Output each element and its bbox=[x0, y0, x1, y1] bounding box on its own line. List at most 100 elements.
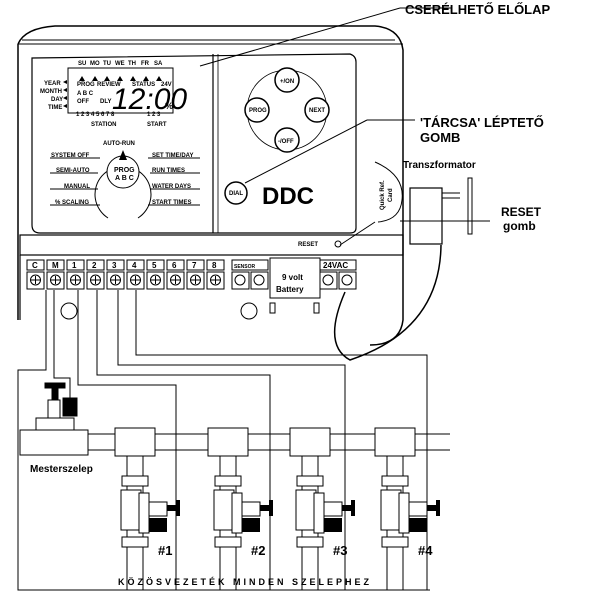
zone-valve: #3 bbox=[289, 427, 355, 590]
day-label: TH bbox=[128, 61, 136, 67]
lcd-display: SU MO TU WE TH FR SA YEAR MONTH DAY TIME… bbox=[40, 61, 187, 128]
lcd-percent: % bbox=[165, 101, 173, 111]
button-cluster: +/ON PROG NEXT -/OFF DIAL DDC bbox=[224, 67, 330, 210]
lcd-start-digits: 1 2 3 bbox=[147, 112, 161, 118]
lcd-header: STATUS bbox=[132, 82, 155, 88]
lcd-header: REVIEW bbox=[97, 82, 121, 88]
dial-callout: 'TÁRCSA' LÉPTETŐ bbox=[420, 115, 544, 130]
brand-logo: DDC bbox=[262, 183, 314, 210]
common-wire-label: KÖZÖSVEZETÉK MINDEN SZELEPHEZ bbox=[118, 577, 372, 587]
reset-button[interactable] bbox=[334, 240, 342, 248]
battery-label-2: Battery bbox=[276, 285, 304, 294]
terminal-label: C bbox=[32, 261, 38, 270]
terminal: 6 bbox=[166, 259, 185, 290]
sensor-label: SENSOR bbox=[234, 264, 256, 270]
svg-text:PROG: PROG bbox=[249, 108, 267, 114]
svg-text:NEXT: NEXT bbox=[309, 108, 325, 114]
power-label: 24VAC bbox=[323, 261, 348, 270]
screw-icon bbox=[190, 274, 201, 286]
reset-callout: RESET bbox=[501, 205, 542, 219]
lcd-start-label: START bbox=[147, 122, 167, 128]
terminal: 2 bbox=[86, 259, 105, 290]
valve-number: #1 bbox=[158, 543, 172, 558]
svg-text:+/ON: +/ON bbox=[280, 79, 294, 85]
prog-button[interactable]: PROG bbox=[244, 97, 270, 123]
lcd-left-label: DAY bbox=[51, 97, 63, 103]
dial-mode-labels: AUTO-RUN SYSTEM OFF SEMI-AUTO MANUAL % S… bbox=[51, 141, 193, 206]
valve-number: #3 bbox=[333, 543, 347, 558]
valve-number: #2 bbox=[251, 543, 265, 558]
mode-label: % SCALING bbox=[55, 200, 89, 206]
day-label: FR bbox=[141, 61, 150, 67]
lcd-left-label: YEAR bbox=[44, 81, 61, 87]
mode-label: SYSTEM OFF bbox=[51, 153, 90, 159]
dial-center-letters: A B C bbox=[115, 175, 134, 182]
terminal: 4 bbox=[126, 259, 145, 290]
mode-label: START TIMES bbox=[152, 200, 192, 206]
lcd-station-digits: 1 2 3 4 5 6 7 8 bbox=[76, 112, 115, 118]
terminal-label: 3 bbox=[112, 261, 117, 270]
terminal: C bbox=[26, 259, 45, 290]
zone-valves: #1 #2 #3 #4 bbox=[114, 427, 440, 590]
mode-dial[interactable]: PROG A B C bbox=[94, 150, 152, 219]
zone-valve: #2 bbox=[207, 427, 273, 590]
day-labels: SU MO TU WE TH FR SA bbox=[78, 61, 163, 67]
day-label: SA bbox=[154, 61, 163, 67]
mode-label: RUN TIMES bbox=[152, 168, 185, 174]
mode-label: SEMI-AUTO bbox=[56, 168, 90, 174]
quick-ref-label: Quick Ref. bbox=[380, 180, 386, 210]
lcd-off: OFF bbox=[77, 99, 89, 105]
lcd-station-label: STATION bbox=[91, 122, 116, 128]
screw-icon bbox=[110, 274, 121, 286]
lcd-left-label: MONTH bbox=[40, 89, 62, 95]
on-button[interactable]: +/ON bbox=[274, 67, 300, 93]
power-terminals: 24VAC bbox=[319, 259, 357, 290]
reset-callout-2: gomb bbox=[503, 219, 536, 233]
svg-text:-/OFF: -/OFF bbox=[278, 139, 294, 145]
dial-button[interactable]: DIAL bbox=[224, 181, 248, 205]
transformer-callout: Transzformator bbox=[403, 160, 476, 171]
master-valve bbox=[19, 382, 89, 456]
terminal-label: 1 bbox=[72, 261, 77, 270]
screw-icon bbox=[130, 274, 141, 286]
mode-label: MANUAL bbox=[64, 184, 90, 190]
terminal-label: 2 bbox=[92, 261, 97, 270]
off-button[interactable]: -/OFF bbox=[274, 127, 300, 153]
day-markers bbox=[79, 76, 162, 81]
terminal-label: 6 bbox=[172, 261, 177, 270]
screw-icon bbox=[150, 274, 161, 286]
mode-label: AUTO-RUN bbox=[103, 141, 135, 147]
lcd-header: 24V bbox=[161, 82, 172, 88]
day-label: SU bbox=[78, 61, 86, 67]
quick-ref-label-2: Card bbox=[388, 188, 394, 202]
battery-compartment: 9 volt Battery bbox=[269, 257, 321, 314]
sensor-terminals: SENSOR bbox=[231, 259, 269, 290]
next-button[interactable]: NEXT bbox=[304, 97, 330, 123]
lcd-dly: DLY bbox=[100, 99, 111, 105]
lcd-left-label: TIME bbox=[48, 105, 62, 111]
zone-valve: #4 bbox=[374, 427, 440, 590]
screw-icon bbox=[70, 274, 81, 286]
lcd-prog-letters: A B C bbox=[77, 91, 94, 97]
terminal: 5 bbox=[146, 259, 165, 290]
terminal-label: 8 bbox=[212, 261, 217, 270]
terminal: 3 bbox=[106, 259, 125, 290]
screw-icon bbox=[30, 274, 41, 286]
reset-label: RESET bbox=[298, 242, 318, 248]
screw-icon bbox=[50, 274, 61, 286]
wiring bbox=[17, 290, 430, 591]
terminal-label: 4 bbox=[132, 261, 137, 270]
mode-label: SET TIME/DAY bbox=[152, 153, 193, 159]
quick-ref-card: Quick Ref. Card bbox=[374, 161, 403, 223]
screw-icon bbox=[210, 274, 221, 286]
screw-icon bbox=[90, 274, 101, 286]
callout-lines bbox=[199, 7, 490, 246]
terminal: 8 bbox=[206, 259, 225, 290]
master-valve-label: Mesterszelep bbox=[30, 464, 93, 475]
terminal: M bbox=[46, 259, 65, 290]
terminal: 1 bbox=[66, 259, 85, 290]
transformer bbox=[334, 177, 473, 361]
dial-pointer-icon bbox=[119, 150, 127, 160]
svg-text:DIAL: DIAL bbox=[229, 191, 243, 197]
